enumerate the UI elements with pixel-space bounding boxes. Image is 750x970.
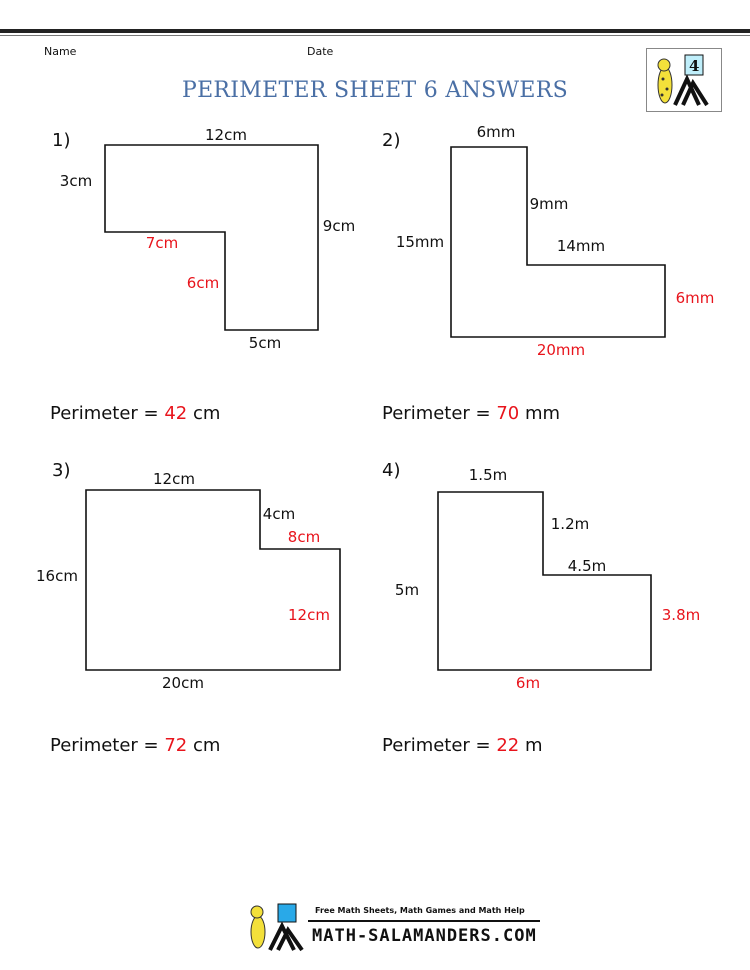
answer-side-label: 20mm — [537, 341, 585, 359]
side-label: 5m — [395, 581, 419, 599]
perimeter-answer-2: Perimeter = 70 mm — [382, 403, 560, 424]
shape-3 — [85, 489, 341, 671]
answer-side-label: 6m — [516, 674, 540, 692]
side-label: 14mm — [557, 237, 605, 255]
side-label: 1.2m — [551, 515, 589, 533]
salamander-logo: 4 — [646, 48, 722, 112]
shape-1 — [104, 144, 319, 331]
answer-side-label: 8cm — [288, 528, 320, 546]
answer-side-label: 12cm — [288, 606, 330, 624]
problem-number: 3) — [52, 460, 70, 481]
shape-4 — [437, 491, 652, 671]
footer-site-name: MATH-SALAMANDERS.COM — [312, 926, 537, 946]
side-label: 12cm — [205, 126, 247, 144]
shape-2 — [450, 146, 666, 338]
perimeter-answer-1: Perimeter = 42 cm — [50, 403, 220, 424]
footer-rule — [308, 920, 540, 922]
answer-side-label: 6cm — [187, 274, 219, 292]
side-label: 9mm — [530, 195, 569, 213]
side-label: 3cm — [60, 172, 92, 190]
side-label: 5cm — [249, 334, 281, 352]
answer-side-label: 6mm — [676, 289, 715, 307]
side-label: 20cm — [162, 674, 204, 692]
name-label: Name — [44, 45, 77, 58]
side-label: 9cm — [323, 217, 355, 235]
side-label: 4.5m — [568, 557, 606, 575]
footer-logo: Free Math Sheets, Math Games and Math He… — [240, 898, 540, 954]
side-label: 6mm — [477, 123, 516, 141]
perimeter-answer-4: Perimeter = 22 m — [382, 735, 543, 756]
problem-number: 2) — [382, 130, 400, 151]
page-title: PERIMETER SHEET 6 ANSWERS — [181, 78, 569, 103]
top-rule-thin — [0, 35, 750, 36]
answer-side-label: 3.8m — [662, 606, 700, 624]
logo-grade: 4 — [689, 57, 699, 75]
side-label: 1.5m — [469, 466, 507, 484]
date-label: Date — [307, 45, 334, 58]
top-rule — [0, 29, 750, 33]
side-label: 4cm — [263, 505, 295, 523]
side-label: 12cm — [153, 470, 195, 488]
perimeter-answer-3: Perimeter = 72 cm — [50, 735, 220, 756]
problem-number: 4) — [382, 460, 400, 481]
side-label: 16cm — [36, 567, 78, 585]
salamander-icon — [250, 903, 304, 952]
problem-number: 1) — [52, 130, 70, 151]
side-label: 15mm — [396, 233, 444, 251]
answer-side-label: 7cm — [146, 234, 178, 252]
footer-tagline: Free Math Sheets, Math Games and Math He… — [315, 906, 525, 915]
